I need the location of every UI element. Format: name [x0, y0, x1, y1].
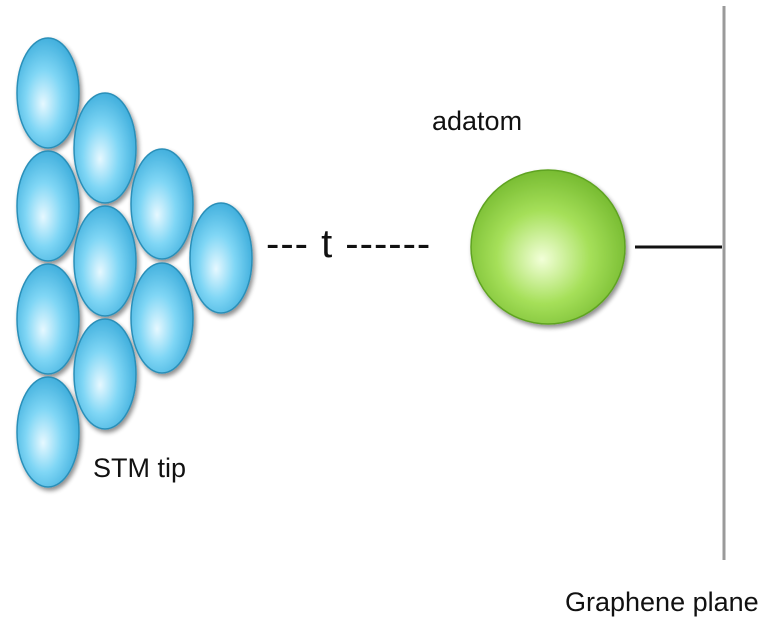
tip-atom	[16, 263, 80, 375]
tip-apex-atom	[189, 202, 253, 314]
hopping-label: --- t ------	[266, 222, 432, 266]
adatom-label: adatom	[432, 106, 523, 136]
tip-atom	[130, 262, 194, 374]
tip-atom	[73, 318, 137, 430]
tip-atom	[73, 205, 137, 317]
graphene-plane-label: Graphene plane	[565, 587, 759, 617]
tip-atom	[130, 148, 194, 260]
stm-tip-atoms	[16, 37, 253, 488]
tip-atom	[73, 92, 137, 204]
tip-atom	[16, 37, 80, 149]
tip-atom	[16, 150, 80, 262]
tip-atom	[16, 376, 80, 488]
adatom-sphere	[470, 169, 626, 325]
stm-tip-label: STM tip	[93, 453, 187, 483]
